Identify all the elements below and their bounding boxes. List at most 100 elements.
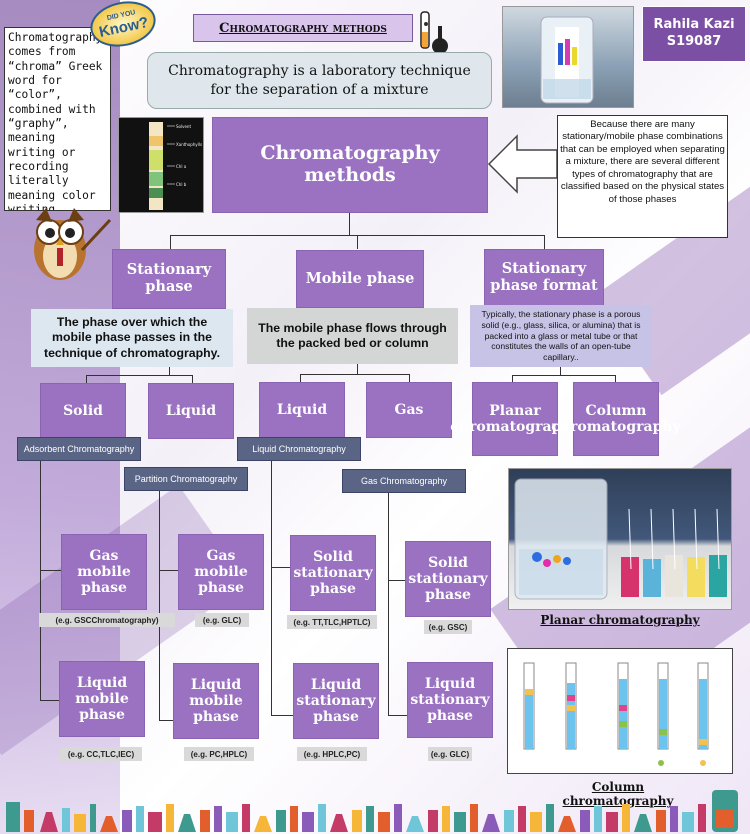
row1-example-2-text: (e.g. TT,TLC,HPTLC) xyxy=(293,617,371,627)
planar-chromatography-photo xyxy=(508,468,732,610)
page-title-text: Chromatography methods xyxy=(219,20,387,36)
column-chromatography-photo xyxy=(507,648,733,774)
subtitle-text: Chromatography is a laboratory technique… xyxy=(168,63,471,98)
row1-box-2: Solid stationary phase xyxy=(290,535,376,611)
connector xyxy=(357,235,358,249)
lab-glassware-border-icon xyxy=(6,790,738,832)
sub-column-label: Column chromatography xyxy=(551,402,681,435)
central-text: Chromatography methods xyxy=(260,142,440,186)
planar-caption: Planar chromatography xyxy=(540,613,700,631)
connector xyxy=(40,461,41,701)
row1-box-0-label: Gas mobile phase xyxy=(77,547,131,597)
bar-adsorbent-text: Adsorbent Chromatography xyxy=(23,444,135,454)
sub-liquid-stationary-label: Liquid xyxy=(165,402,217,419)
desc-mobile-text: The mobile phase flows through the packe… xyxy=(258,320,447,350)
connector xyxy=(169,367,170,375)
strip-label-3: Chl b xyxy=(176,182,187,187)
central-box: Chromatography methods xyxy=(212,117,488,213)
author-id: S19087 xyxy=(666,34,722,49)
connector xyxy=(409,374,410,382)
row2-example-1: (e.g. PC,HPLC) xyxy=(184,747,254,761)
page-title: Chromatography methods xyxy=(193,14,413,42)
bar-gas-chrom: Gas Chromatography xyxy=(342,469,466,493)
category-mobile-label: Mobile phase xyxy=(305,269,415,287)
note-right-box: Because there are many stationary/mobile… xyxy=(557,115,728,238)
row1-box-3: Solid stationary phase xyxy=(405,541,491,617)
row2-box-3: Liquid stationary phase xyxy=(407,662,493,738)
connector xyxy=(86,375,193,376)
desc-stationary: The phase over which the mobile phase pa… xyxy=(31,309,233,367)
row2-box-1: Liquid mobile phase xyxy=(173,663,259,739)
row2-box-0-label: Liquid mobile phase xyxy=(75,674,129,724)
connector xyxy=(86,375,87,383)
row2-box-3-label: Liquid stationary phase xyxy=(410,675,490,725)
row1-example-0-text: (e.g. GSCChromatography) xyxy=(55,615,159,625)
beaker-photo xyxy=(502,6,634,108)
flask-icon xyxy=(420,11,448,54)
row2-example-2-text: (e.g. HPLC,PC) xyxy=(303,749,361,759)
connector xyxy=(159,720,173,721)
bar-liquid-chrom: Liquid Chromatography xyxy=(237,437,361,461)
connector xyxy=(159,570,178,571)
sub-liquid-stationary: Liquid xyxy=(148,383,234,439)
sub-gas-label: Gas xyxy=(394,401,424,418)
connector xyxy=(512,375,616,376)
category-format-label: Stationary phase format xyxy=(490,260,598,294)
sub-planar: Planar chromatography xyxy=(450,382,580,456)
connector xyxy=(271,461,272,716)
did-you-know-text: Chromatography comes from “chroma” Greek… xyxy=(8,31,103,211)
row1-example-1-text: (e.g. GLC) xyxy=(202,615,242,625)
strip-label-2: Chl a xyxy=(176,164,187,169)
connector xyxy=(357,364,358,374)
chromatography-strip-photo: Solvent Xanthophylls Chl a Chl b xyxy=(118,117,204,213)
category-format: Stationary phase format xyxy=(484,249,604,307)
category-stationary-label: Stationary phase xyxy=(126,261,212,295)
did-you-know-box: Chromatography comes from “chroma” Greek… xyxy=(4,27,111,211)
author-box: Rahila Kazi S19087 xyxy=(642,6,746,62)
subtitle-box: Chromatography is a laboratory technique… xyxy=(147,52,492,109)
owl-teacher-icon xyxy=(34,208,112,280)
row1-example-1: (e.g. GLC) xyxy=(195,613,249,627)
connector xyxy=(615,375,616,383)
row1-box-1: Gas mobile phase xyxy=(178,534,264,610)
row1-box-3-label: Solid stationary phase xyxy=(408,554,488,604)
connector xyxy=(271,715,293,716)
bar-partition: Partition Chromatography xyxy=(124,467,248,491)
left-arrow-icon xyxy=(487,134,558,194)
bar-adsorbent: Adsorbent Chromatography xyxy=(17,437,141,461)
bar-liquid-chrom-text: Liquid Chromatography xyxy=(252,444,346,454)
row1-example-0: (e.g. GSCChromatography) xyxy=(39,613,175,627)
column-caption: Column chromatography xyxy=(535,780,701,808)
row2-example-3-text: (e.g. GLC) xyxy=(430,749,470,759)
category-stationary: Stationary phase xyxy=(112,249,226,309)
bar-partition-text: Partition Chromatography xyxy=(134,474,238,484)
sub-solid-label: Solid xyxy=(63,402,103,419)
desc-format: Typically, the stationary phase is a por… xyxy=(470,305,652,367)
desc-stationary-text: The phase over which the mobile phase pa… xyxy=(43,314,221,360)
row1-box-1-label: Gas mobile phase xyxy=(194,547,248,597)
row2-example-1-text: (e.g. PC,HPLC) xyxy=(190,749,248,759)
row1-box-0: Gas mobile phase xyxy=(61,534,147,610)
row2-example-3: (e.g. GLC) xyxy=(428,747,472,761)
desc-format-text: Typically, the stationary phase is a por… xyxy=(481,309,641,363)
desc-mobile: The mobile phase flows through the packe… xyxy=(247,308,458,364)
row1-example-3-text: (e.g. GSC) xyxy=(428,622,468,632)
connector xyxy=(159,491,160,721)
connector xyxy=(300,374,301,382)
planar-caption-text: Planar chromatography xyxy=(540,613,700,627)
connector xyxy=(388,580,405,581)
column-caption-text: Column chromatography xyxy=(562,780,674,808)
row1-example-3: (e.g. GSC) xyxy=(424,620,472,634)
connector xyxy=(192,375,193,383)
sub-solid: Solid xyxy=(40,383,126,439)
category-mobile: Mobile phase xyxy=(296,250,424,308)
row2-box-1-label: Liquid mobile phase xyxy=(189,676,243,726)
badge-main: Know? xyxy=(97,13,150,41)
row2-example-2: (e.g. HPLC,PC) xyxy=(297,747,367,761)
connector xyxy=(40,570,61,571)
row1-box-2-label: Solid stationary phase xyxy=(293,548,373,598)
strip-label-1: Xanthophylls xyxy=(176,142,202,147)
connector xyxy=(170,235,171,249)
bar-gas-chrom-text: Gas Chromatography xyxy=(360,476,448,486)
